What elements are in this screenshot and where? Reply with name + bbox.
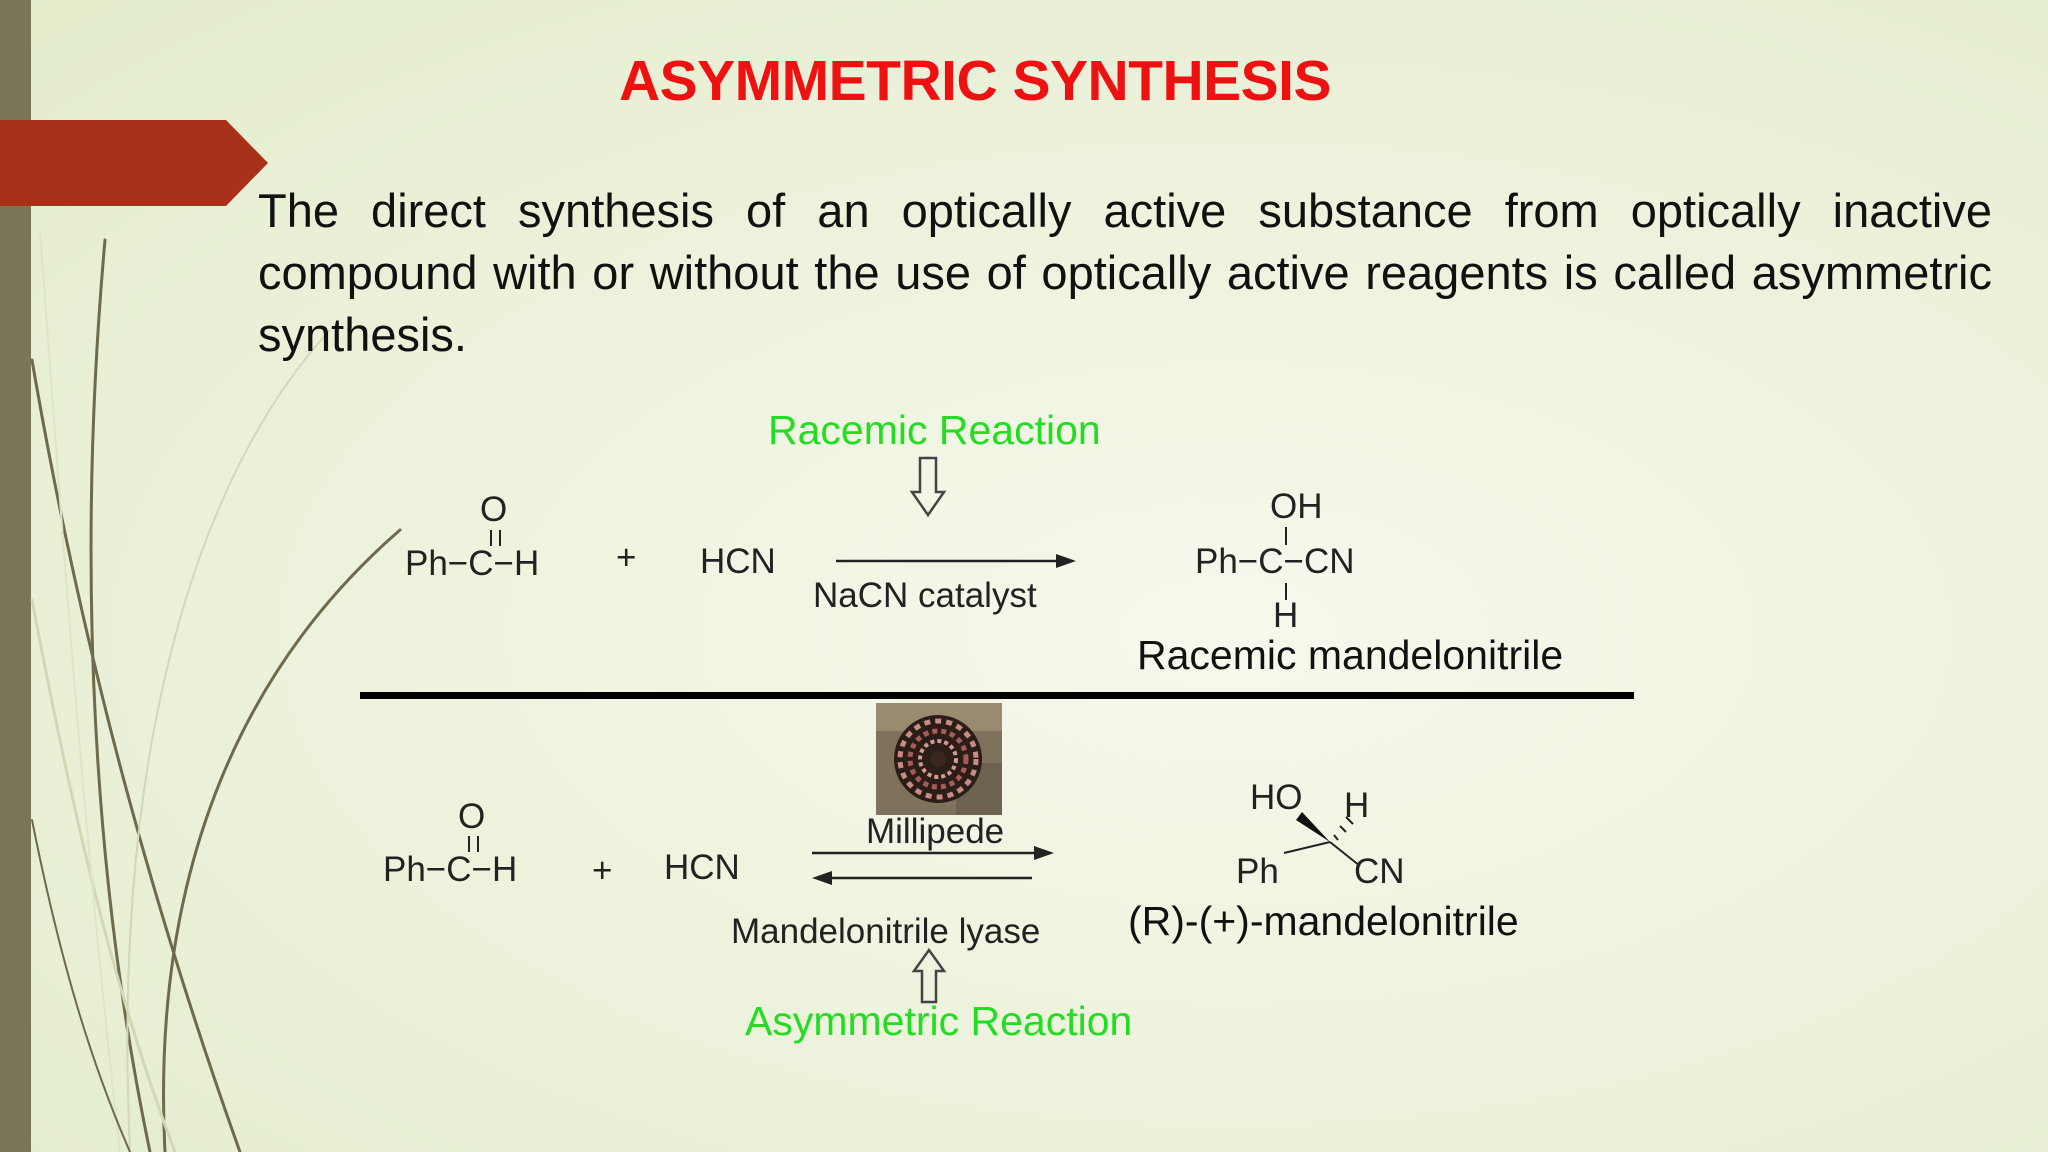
millipede-label: Millipede [866,812,1005,851]
racemic-product-oh: OH [1270,487,1323,526]
racemic-reactant-benzaldehyde: Ph−C−H [405,544,540,583]
up-arrow-icon [911,947,947,1004]
asymmetric-reactant-oxygen: O [458,797,486,836]
racemic-reagent-hcn: HCN [700,542,776,581]
racemic-product-name: Racemic mandelonitrile [1137,632,1564,678]
wedge-bond [1296,812,1330,842]
slide-title: ASYMMETRIC SYNTHESIS [618,49,1332,113]
separator-line [360,692,1634,699]
millipede-image [876,703,1002,815]
chiral-product-ho: HO [1250,778,1303,817]
chiral-product-name: (R)-(+)-mandelonitrile [1128,898,1519,944]
racemic-reactant-oxygen: O [480,490,508,529]
forward-arrowhead [1056,554,1076,568]
definition-text: The direct synthesis of an optically act… [258,184,1992,361]
down-arrow-icon [909,456,947,518]
asymmetric-reactant-benzaldehyde: Ph−C−H [383,850,518,889]
racemic-product-formula: Ph−C−CN [1195,542,1355,581]
chiral-product-h: H [1344,786,1370,825]
asymmetric-reaction-label: Asymmetric Reaction [745,998,1133,1044]
racemic-reaction-label: Racemic Reaction [768,407,1101,453]
catalyst-label: NaCN catalyst [813,576,1037,615]
chiral-product-ph: Ph [1236,852,1279,891]
accent-arrow-shape [0,120,268,206]
racemic-product-h: H [1273,596,1299,635]
racemic-plus-sign: + [616,538,637,577]
chiral-product-cn: CN [1354,852,1405,891]
enzyme-label: Mandelonitrile lyase [731,912,1041,951]
decorative-curves [30,229,402,1152]
asymmetric-reagent-hcn: HCN [664,848,740,887]
asymmetric-plus-sign: + [592,851,613,890]
